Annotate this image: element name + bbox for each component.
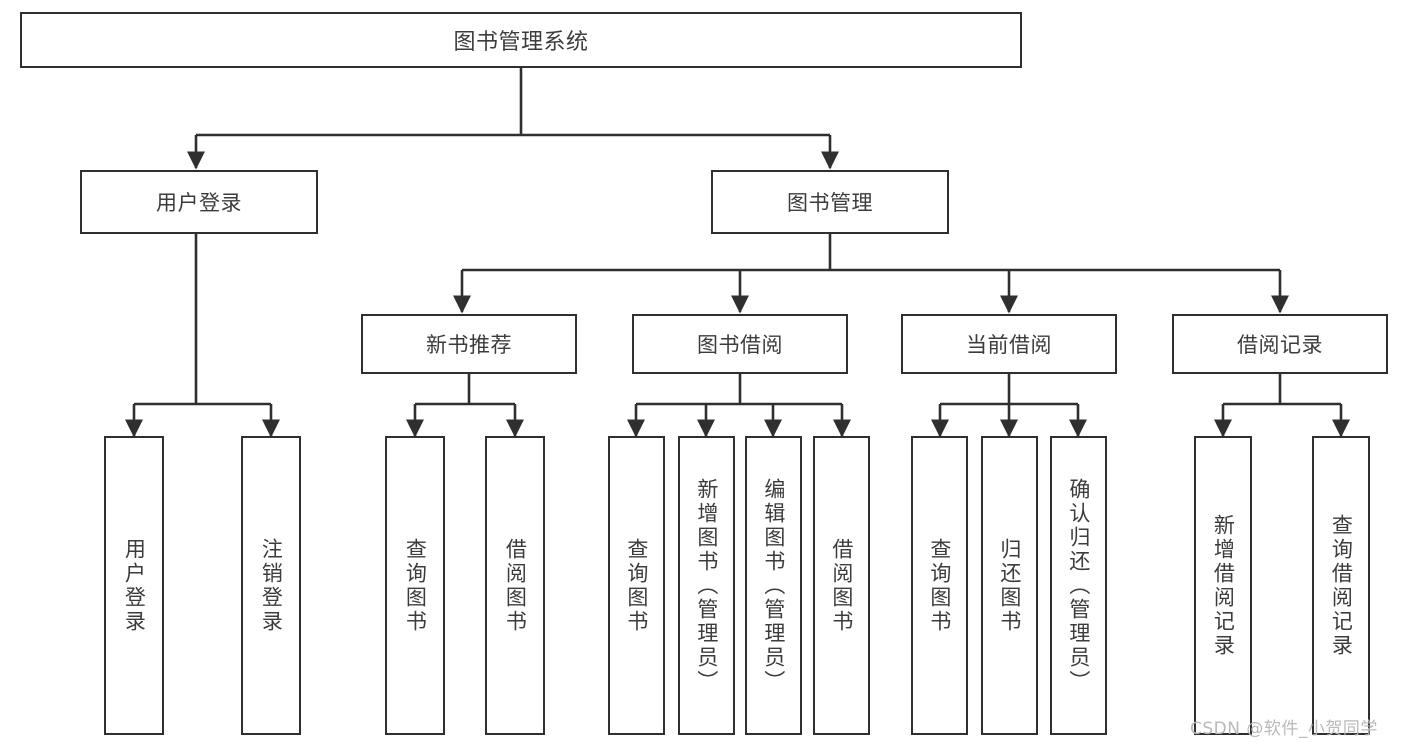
node-current-borrow-label: 当前借阅 — [966, 333, 1052, 357]
node-leaf-user-login[interactable]: 用户登录 — [104, 436, 164, 735]
node-book-manage[interactable]: 图书管理 — [711, 170, 949, 234]
node-leaf-borrow-borrow-book[interactable]: 借阅图书 — [813, 436, 870, 735]
node-current-borrow[interactable]: 当前借阅 — [901, 314, 1117, 374]
node-leaf-current-confirm-return-label: 确认归还（管理员） — [1066, 477, 1091, 694]
node-leaf-record-add-label: 新增借阅记录 — [1211, 513, 1236, 658]
node-book-borrow-label: 图书借阅 — [697, 333, 783, 357]
node-leaf-recommend-query-book[interactable]: 查询图书 — [385, 436, 445, 735]
node-leaf-record-query[interactable]: 查询借阅记录 — [1312, 436, 1370, 735]
node-new-book-recommend[interactable]: 新书推荐 — [361, 314, 577, 374]
node-leaf-current-return-book[interactable]: 归还图书 — [981, 436, 1038, 735]
node-leaf-recommend-borrow-book-label: 借阅图书 — [503, 537, 528, 634]
node-leaf-current-confirm-return[interactable]: 确认归还（管理员） — [1050, 436, 1107, 735]
node-leaf-record-add[interactable]: 新增借阅记录 — [1194, 436, 1252, 735]
node-leaf-user-login-label: 用户登录 — [122, 537, 147, 634]
node-book-manage-label: 图书管理 — [787, 191, 873, 215]
node-borrow-record[interactable]: 借阅记录 — [1172, 314, 1388, 374]
node-leaf-current-return-book-label: 归还图书 — [997, 537, 1022, 634]
node-leaf-recommend-query-book-label: 查询图书 — [403, 537, 428, 634]
node-leaf-record-query-label: 查询借阅记录 — [1329, 513, 1354, 658]
node-leaf-current-query-book-label: 查询图书 — [927, 537, 952, 634]
node-new-book-recommend-label: 新书推荐 — [426, 333, 512, 357]
node-leaf-borrow-query-book[interactable]: 查询图书 — [608, 436, 665, 735]
watermark: CSDN @软件_小贺同学 — [1190, 719, 1378, 739]
node-leaf-borrow-borrow-book-label: 借阅图书 — [829, 537, 854, 634]
node-leaf-borrow-add-book-label: 新增图书（管理员） — [694, 477, 719, 694]
node-root[interactable]: 图书管理系统 — [20, 12, 1022, 68]
node-borrow-record-label: 借阅记录 — [1237, 333, 1323, 357]
node-book-borrow[interactable]: 图书借阅 — [632, 314, 848, 374]
node-leaf-current-query-book[interactable]: 查询图书 — [911, 436, 968, 735]
node-leaf-borrow-query-book-label: 查询图书 — [624, 537, 649, 634]
node-user-login-label: 用户登录 — [156, 191, 242, 215]
node-root-label: 图书管理系统 — [453, 30, 589, 55]
node-leaf-logout-label: 注销登录 — [259, 537, 284, 634]
node-leaf-borrow-add-book[interactable]: 新增图书（管理员） — [678, 436, 735, 735]
node-leaf-logout[interactable]: 注销登录 — [241, 436, 301, 735]
node-leaf-borrow-edit-book[interactable]: 编辑图书（管理员） — [745, 436, 802, 735]
node-user-login[interactable]: 用户登录 — [80, 170, 318, 234]
node-leaf-borrow-edit-book-label: 编辑图书（管理员） — [761, 477, 786, 694]
node-leaf-recommend-borrow-book[interactable]: 借阅图书 — [485, 436, 545, 735]
